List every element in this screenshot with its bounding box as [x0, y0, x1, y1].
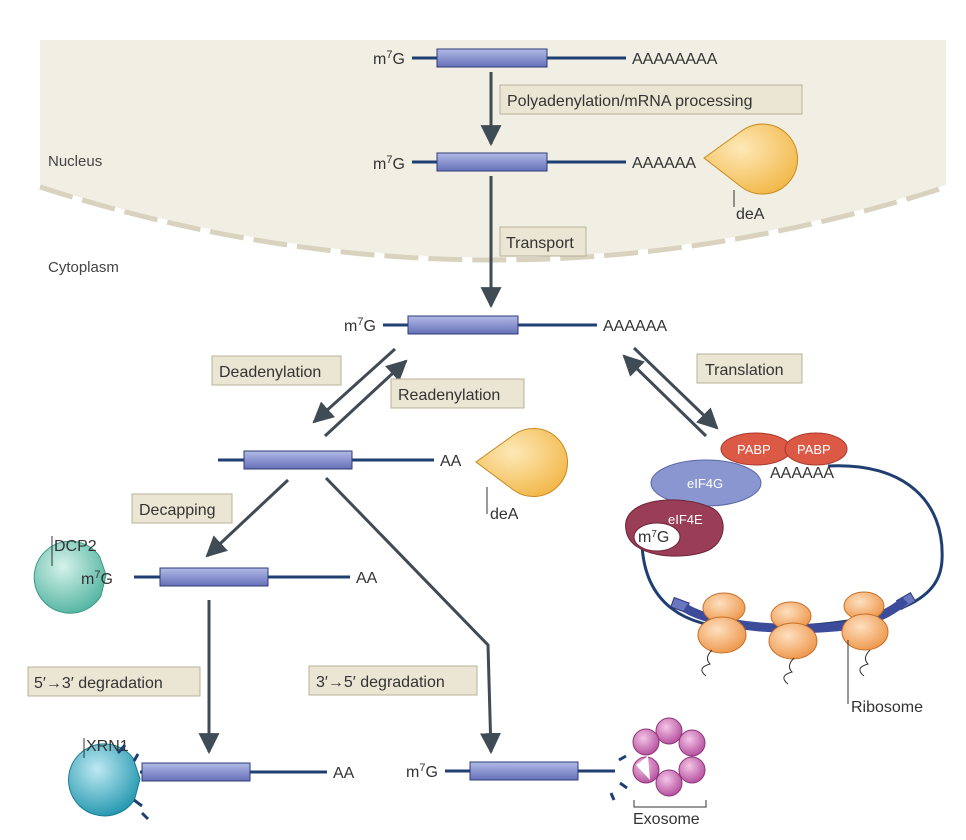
mrna-cytoplasmic: m7G AAAAAA	[344, 315, 667, 335]
mrna-decapped: AA	[134, 567, 378, 587]
step-box-deadenylation	[211, 355, 342, 386]
pabp-2	[784, 432, 848, 466]
pabp-label-2: PABP	[797, 442, 831, 457]
deadenylase-nuclear: deA	[703, 123, 799, 223]
step-box-readenylation	[390, 378, 525, 409]
xrn1-enzyme: XRN1	[68, 738, 150, 821]
tail-xrn1: AA	[333, 765, 355, 782]
ribosome-label: Ribosome	[851, 699, 923, 716]
dcp2-label: DCP2	[54, 538, 97, 555]
step-box-translation	[696, 353, 803, 384]
arrow-deadenylation	[312, 347, 397, 424]
eif4e-label: eIF4E	[668, 512, 703, 527]
step-5to3-degradation: 5′→3′ degradation	[34, 675, 163, 692]
step-box-decapping	[131, 493, 233, 524]
mrna-deadenylated: AA	[218, 450, 462, 470]
step-box-processing	[499, 84, 803, 115]
exosome-complex: Exosome	[632, 717, 707, 828]
coding-region	[436, 48, 548, 68]
polya-tail-cytoplasmic: AAAAAA	[603, 318, 667, 335]
cytoplasm-label: Cytoplasm	[48, 259, 119, 276]
svg-text:m7G: m7G	[81, 569, 113, 588]
svg-text:m7G: m7G	[406, 762, 438, 781]
cap-label: m7G	[373, 49, 405, 68]
step-box-transport	[499, 226, 587, 257]
step-box-3to5	[308, 665, 478, 696]
mrna-5to3-degrading: AA	[140, 762, 355, 782]
mrna-3to5-degrading: m7G	[406, 754, 628, 801]
step-box-5to3	[27, 666, 201, 697]
svg-text:m7G: m7G	[373, 154, 405, 173]
step-deadenylation: Deadenylation	[219, 364, 321, 381]
arrow-readenylation	[323, 359, 408, 438]
step-translation: Translation	[705, 362, 784, 379]
step-3to5-degradation: 3′→5′ degradation	[316, 674, 445, 691]
arrow-translation-reverse	[622, 354, 708, 438]
arrow-translation	[632, 346, 719, 430]
translation-closed-loop: Ribosome eIF4G eIF4E m7G PABP PABP AAAAA…	[625, 432, 944, 716]
nucleus-label: Nucleus	[48, 153, 102, 170]
step-processing: Polyadenylation/mRNA processing	[507, 93, 752, 110]
dcp2-enzyme: DCP2 m7G	[33, 536, 113, 614]
polya-tail-translation: AAAAAA	[770, 465, 834, 482]
arrow-decapping	[205, 478, 290, 558]
arrow-3to5-degradation	[324, 476, 501, 755]
mrna-nuclear: m7G AAAAAA	[373, 152, 696, 173]
dea-label-nuclear: deA	[736, 206, 765, 223]
svg-text:m7G: m7G	[344, 316, 376, 335]
ribosome-2	[768, 601, 818, 685]
step-readenylation: Readenylation	[398, 387, 500, 404]
dea-label-cytoplasmic: deA	[490, 506, 519, 523]
ribosome-3	[841, 591, 889, 677]
ribosome-1	[697, 592, 747, 677]
polya-tail: AAAAAAAA	[632, 51, 718, 68]
polya-tail-nuclear: AAAAAA	[632, 155, 696, 172]
step-decapping: Decapping	[139, 502, 216, 519]
step-transport: Transport	[506, 235, 574, 252]
pabp-label-1: PABP	[737, 442, 771, 457]
exosome-label: Exosome	[633, 811, 700, 828]
svg-text:m7G: m7G	[638, 529, 669, 546]
deadenylase-cytoplasmic: deA	[475, 428, 568, 523]
tail-deadenylated: AA	[440, 453, 462, 470]
mrna-primary-transcript: m7G AAAAAAAA	[373, 48, 718, 68]
eif4g-label: eIF4G	[687, 476, 723, 491]
nuclear-envelope	[39, 184, 947, 263]
tail-decapped: AA	[356, 570, 378, 587]
